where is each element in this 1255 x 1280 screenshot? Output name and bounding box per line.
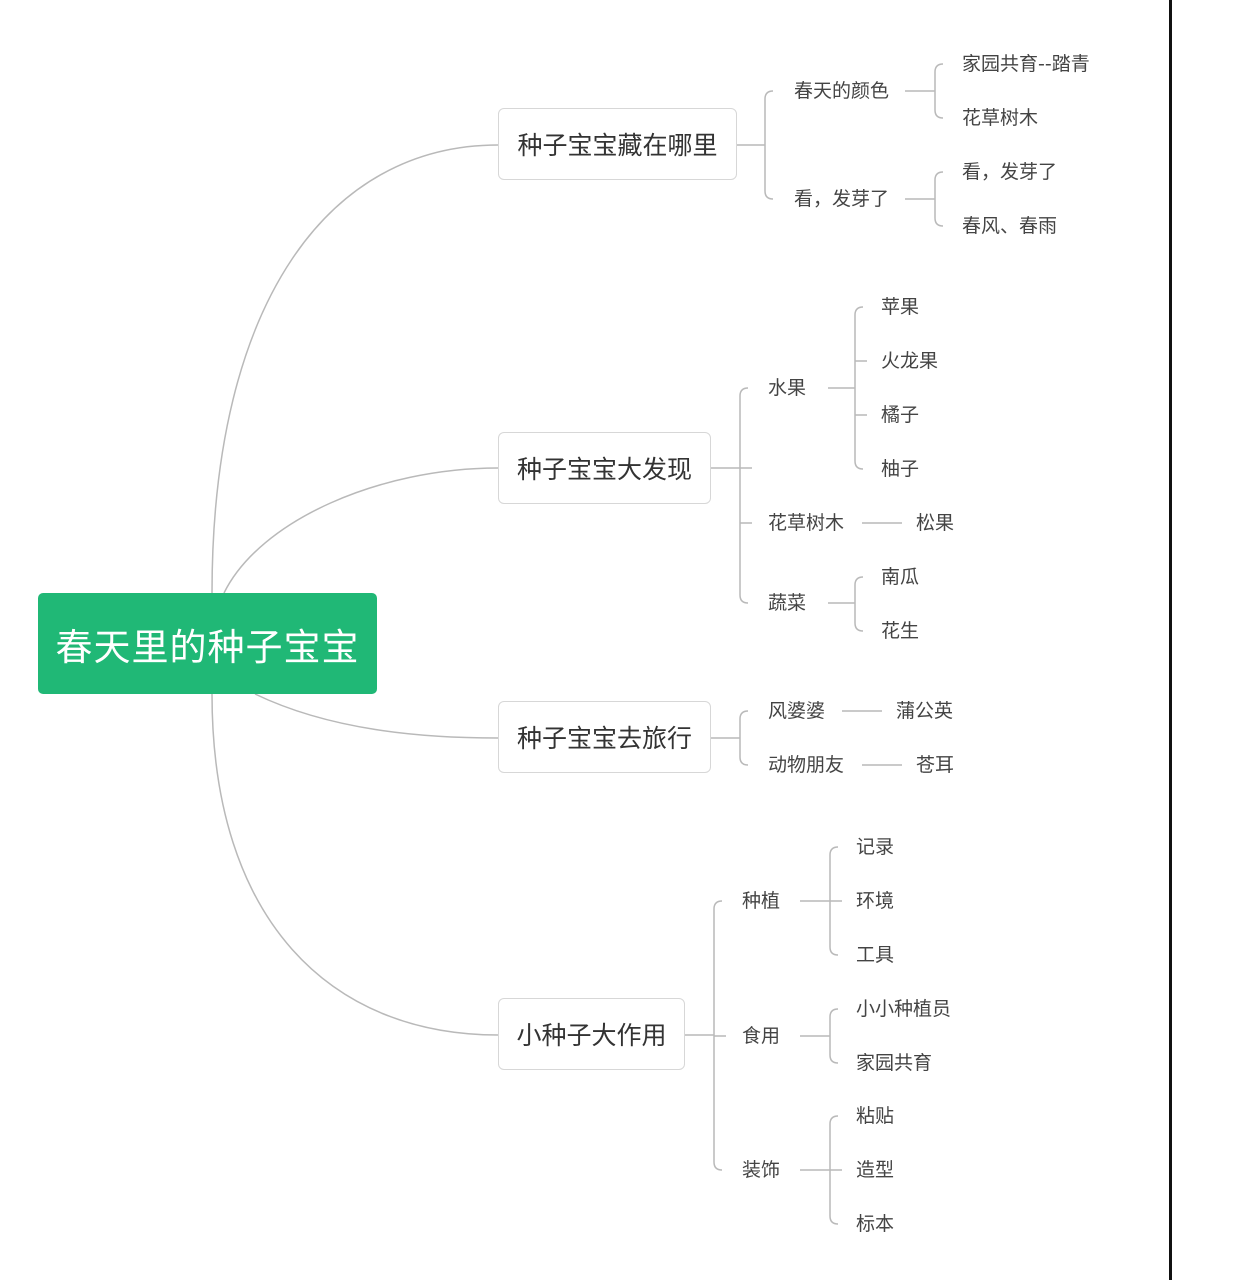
leaf-label: 蒲公英	[896, 700, 954, 722]
leaf-label: 火龙果	[881, 350, 939, 372]
branch-node-seed-uses: 小种子大作用	[498, 998, 685, 1070]
leaf-label: 松果	[916, 512, 955, 534]
connector	[254, 693, 499, 739]
subtopic-label: 水果	[768, 377, 807, 399]
connector	[934, 171, 944, 227]
connector	[739, 387, 749, 604]
leaf-label: 花草树木	[962, 107, 1039, 129]
leaf-label: 家园共育--踏青	[962, 53, 1090, 75]
leaf-label: 柚子	[881, 458, 920, 480]
leaf-label: 南瓜	[881, 566, 920, 588]
leaf-label: 造型	[856, 1159, 895, 1181]
leaf-label: 橘子	[881, 404, 920, 426]
subtopic-label: 花草树木	[768, 512, 845, 534]
connector	[934, 63, 944, 119]
subtopic-label: 看，发芽了	[794, 188, 890, 210]
connector	[829, 1008, 839, 1064]
root-node: 春天里的种子宝宝	[38, 593, 377, 694]
leaf-label: 标本	[856, 1213, 895, 1235]
leaf-label: 春风、春雨	[962, 215, 1058, 237]
subtopic-label: 装饰	[742, 1159, 781, 1181]
subtopic-label: 风婆婆	[768, 700, 826, 722]
leaf-label: 工具	[856, 944, 895, 966]
subtopic-label: 种植	[742, 890, 781, 912]
connector	[211, 144, 499, 594]
connector	[764, 90, 774, 200]
leaf-label: 家园共育	[856, 1052, 933, 1074]
subtopic-label: 动物朋友	[768, 754, 845, 776]
subtopic-label: 蔬菜	[768, 592, 807, 614]
leaf-label: 花生	[881, 620, 920, 642]
leaf-label: 苹果	[881, 296, 920, 318]
connector	[223, 467, 499, 594]
leaf-label: 记录	[856, 836, 895, 858]
leaf-label: 苍耳	[916, 754, 955, 776]
branch-node-seed-hiding: 种子宝宝藏在哪里	[498, 108, 737, 180]
connector	[211, 693, 499, 1036]
leaf-label: 环境	[856, 890, 895, 912]
connector	[854, 306, 864, 470]
leaf-label: 看，发芽了	[962, 161, 1058, 183]
branch-node-seed-travel: 种子宝宝去旅行	[498, 701, 711, 773]
subtopic-label: 春天的颜色	[794, 80, 890, 102]
connector	[739, 710, 749, 766]
connector	[854, 576, 864, 632]
branch-node-seed-discovery: 种子宝宝大发现	[498, 432, 711, 504]
leaf-label: 小小种植员	[856, 998, 952, 1020]
leaf-label: 粘贴	[856, 1105, 895, 1127]
page-border-line	[1169, 0, 1172, 1280]
subtopic-label: 食用	[742, 1025, 781, 1047]
